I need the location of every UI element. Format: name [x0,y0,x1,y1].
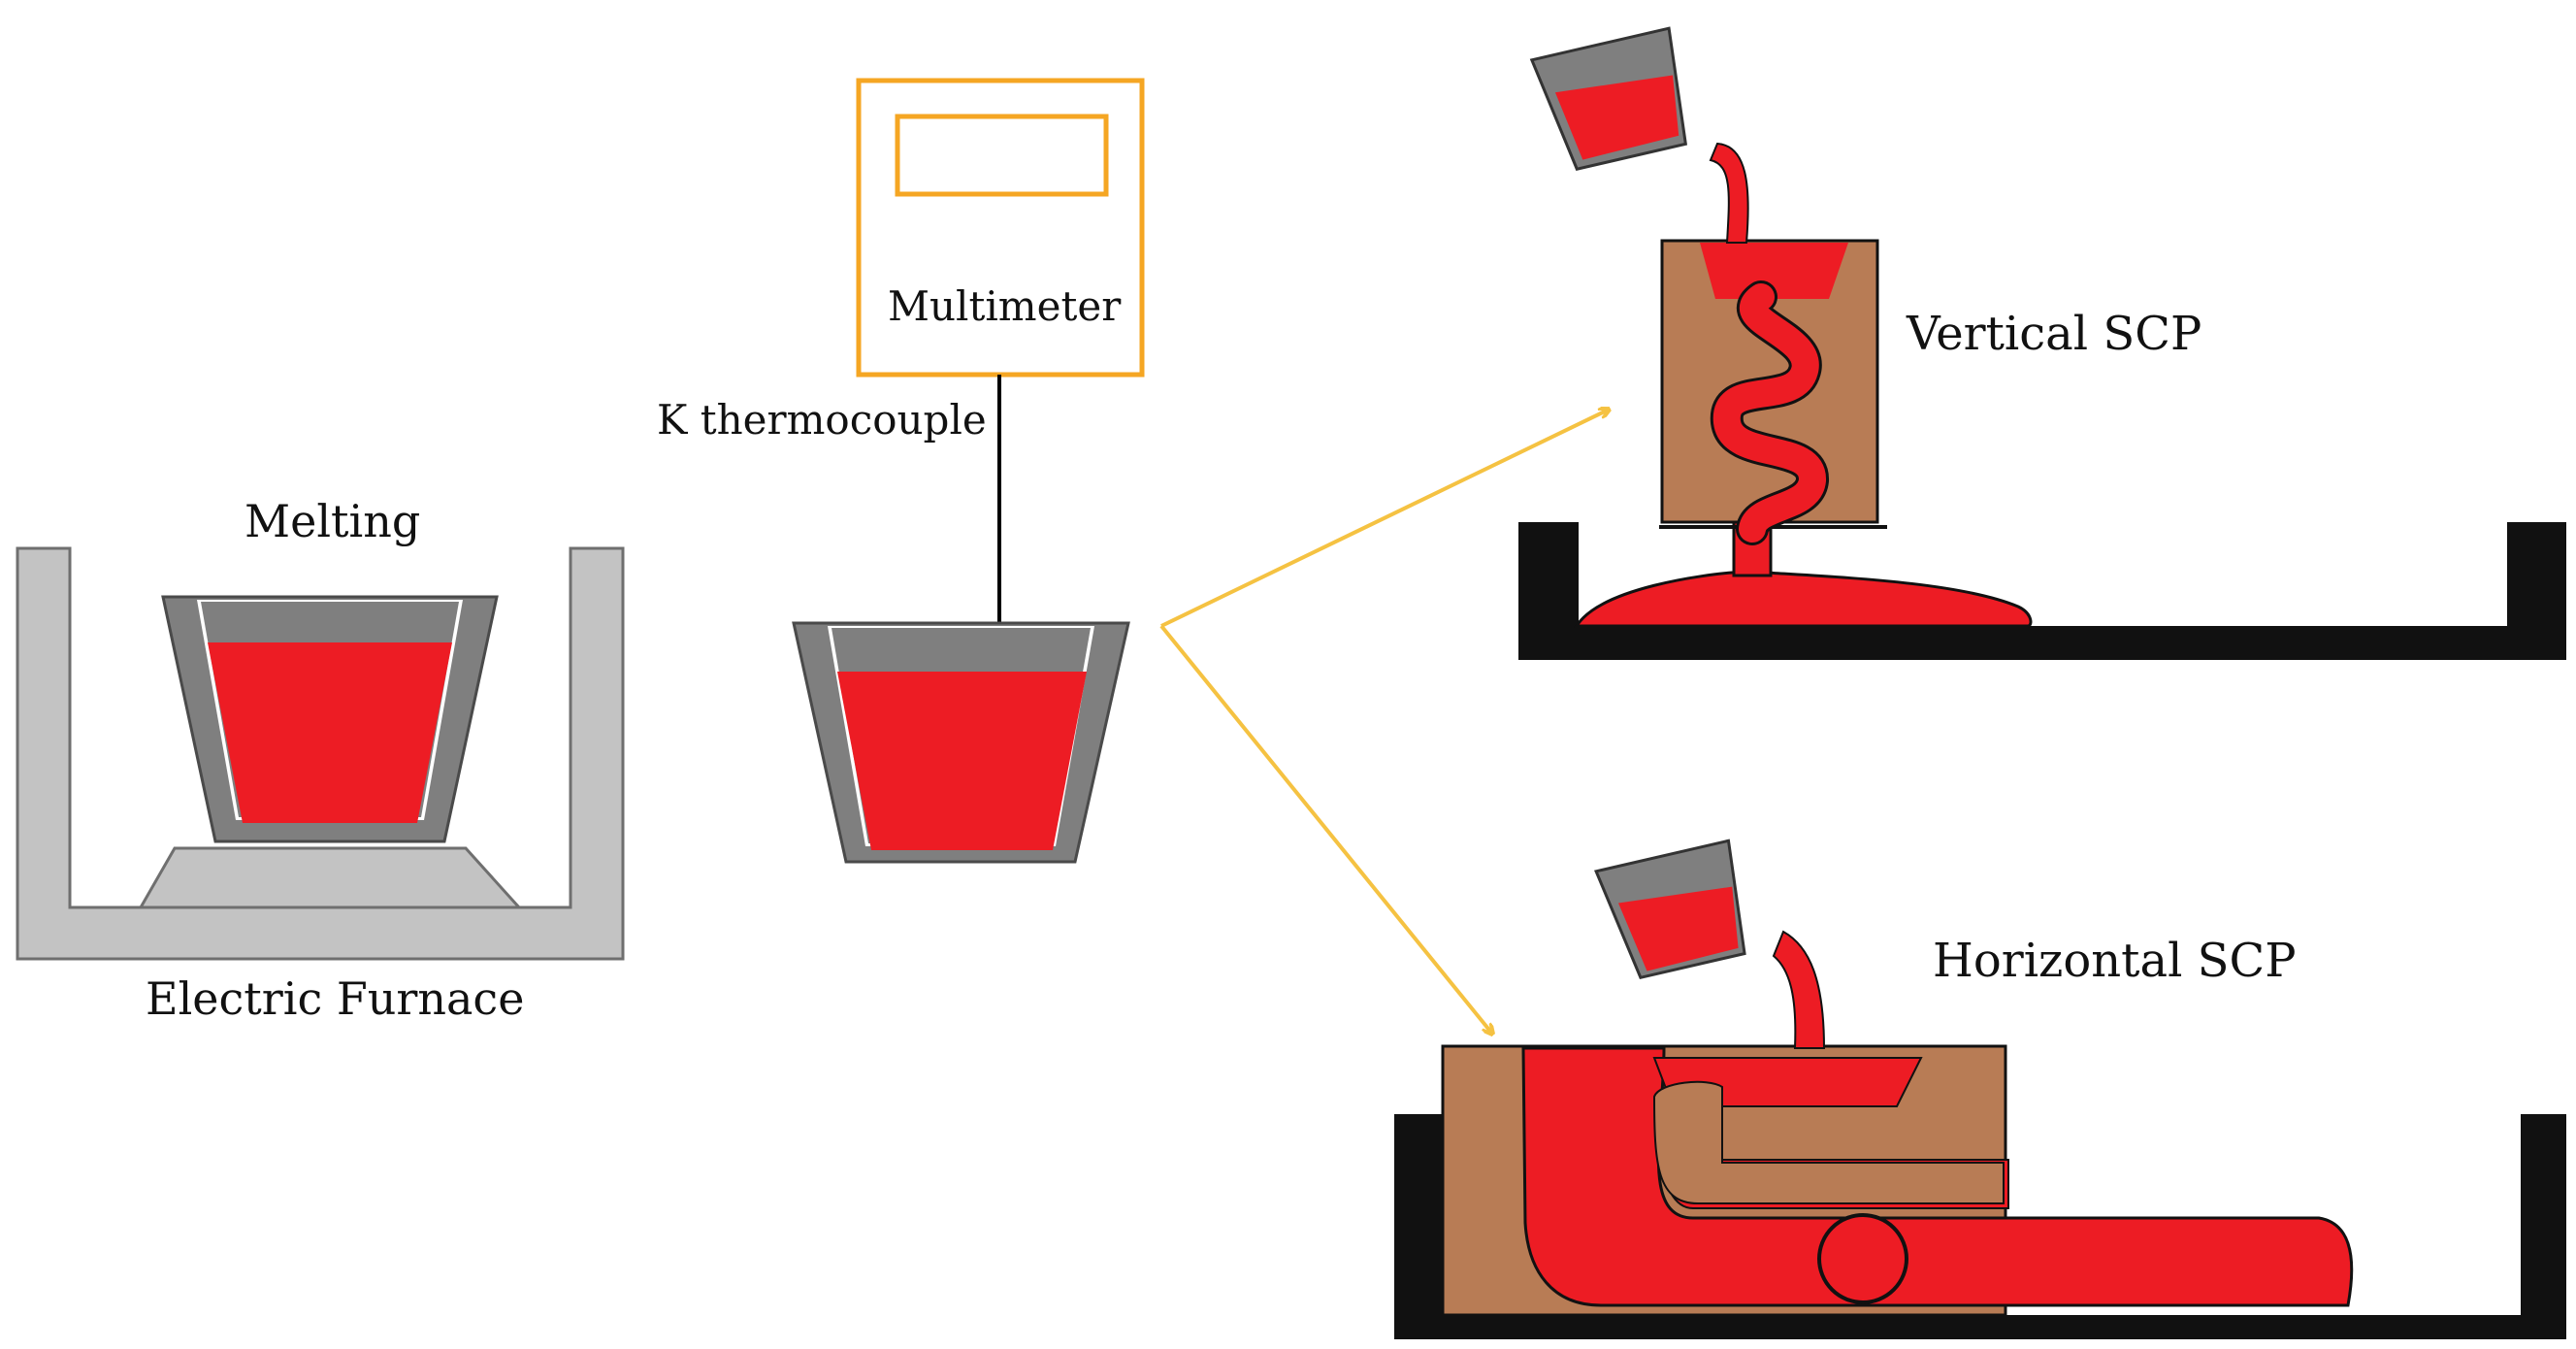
vertical-scp-setup [1518,26,2566,660]
horizontal-mold-core [1652,1080,2005,1204]
vertical-pour-stream [1709,142,1749,244]
vertical-pouring-cup [1700,243,1848,299]
furnace-pedestal [138,846,523,909]
arrow-to-horizontal [1159,624,1492,1034]
horizontal-pour-stream [1772,930,1826,1049]
furnace-molten-metal [208,642,452,823]
vertical-puddle [1574,571,2033,628]
label-horizontal-scp: Horizontal SCP [1933,934,2297,988]
measurement-crucible [792,621,1130,864]
label-multimeter: Multimeter [888,282,1122,330]
horizontal-scp-setup [1394,839,2566,1339]
horizontal-tray [1394,1114,2566,1339]
furnace-crucible [161,595,499,843]
label-k-thermocouple: K thermocouple [657,396,987,444]
multimeter [856,78,1145,378]
horizontal-pouring-ladle [1593,839,1746,980]
arrow-to-vertical [1160,410,1609,628]
vertical-tray [1518,522,2566,660]
vertical-pouring-ladle [1529,26,1688,171]
multimeter-display [895,114,1109,197]
label-electric-furnace: Electric Furnace [146,972,524,1025]
horizontal-round-cavity [1817,1213,1908,1304]
label-vertical-scp: Vertical SCP [1906,307,2201,361]
label-melting: Melting [245,495,420,547]
measured-molten-metal [837,672,1087,850]
electric-furnace [16,546,625,961]
